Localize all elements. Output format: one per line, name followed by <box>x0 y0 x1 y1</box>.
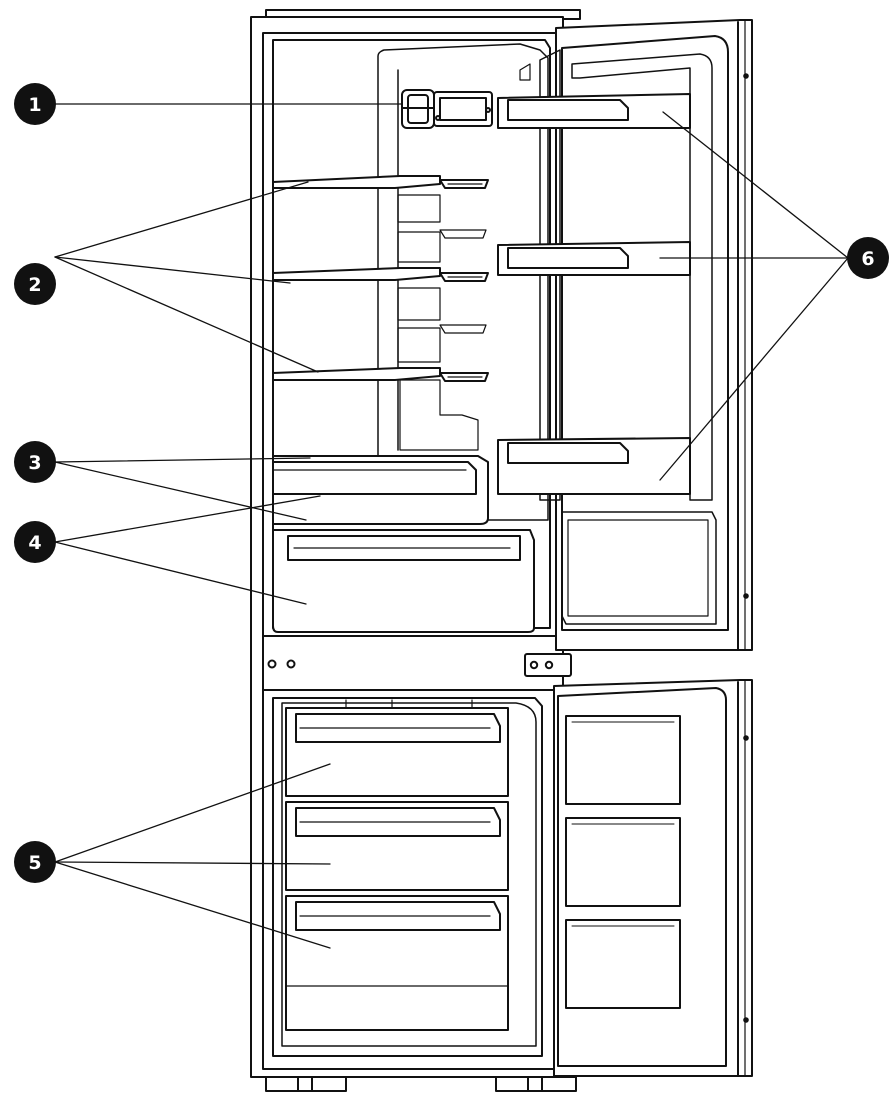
callout-number-3: 3 <box>28 452 41 474</box>
leader-line-2 <box>54 181 309 258</box>
light-control-unit <box>401 89 493 129</box>
callout-badge-5: 5 <box>14 841 56 883</box>
freezer-door <box>553 679 753 1077</box>
freezer-drawers <box>285 707 509 1031</box>
leader-line-6 <box>662 111 849 259</box>
leader-lines <box>54 103 849 949</box>
callouts: 1 2 3 4 5 6 <box>14 83 889 883</box>
leader-line-4 <box>54 541 307 605</box>
freezer-drawer <box>285 707 509 797</box>
callout-number-1: 1 <box>28 94 41 116</box>
freezer-drawer <box>285 895 509 1031</box>
callout-badge-4: 4 <box>14 521 56 563</box>
leader-line-2 <box>54 256 319 373</box>
callout-number-6: 6 <box>861 248 874 270</box>
callout-number-5: 5 <box>28 852 41 874</box>
callout-number-2: 2 <box>28 274 41 296</box>
callout-badge-6: 6 <box>847 237 889 279</box>
leader-line-4 <box>54 495 321 543</box>
callout-badge-1: 1 <box>14 83 56 125</box>
glass-shelf <box>272 175 489 189</box>
glass-shelf <box>272 367 489 382</box>
leader-line-5 <box>54 861 331 949</box>
middle-hinge <box>524 653 572 677</box>
screw-right <box>286 659 296 669</box>
feet <box>265 1076 577 1092</box>
leader-line-6 <box>659 257 849 481</box>
callout-badge-3: 3 <box>14 441 56 483</box>
leader-line-3 <box>54 457 311 463</box>
door-rack <box>497 437 691 495</box>
door-rack <box>497 241 691 276</box>
leader-line-5 <box>54 861 331 865</box>
callout-number-4: 4 <box>28 532 41 554</box>
glass-shelf <box>272 267 489 282</box>
crisper-drawer <box>272 529 535 633</box>
screw-left <box>267 659 277 669</box>
crisper-cover <box>272 455 489 525</box>
leader-line-2 <box>54 256 291 284</box>
freezer-drawer <box>285 801 509 891</box>
door-racks <box>497 93 691 495</box>
leader-line-3 <box>54 461 307 521</box>
callout-badge-2: 2 <box>14 263 56 305</box>
glass-shelves <box>272 175 489 451</box>
leader-line-5 <box>54 763 331 863</box>
door-rack <box>497 93 691 129</box>
